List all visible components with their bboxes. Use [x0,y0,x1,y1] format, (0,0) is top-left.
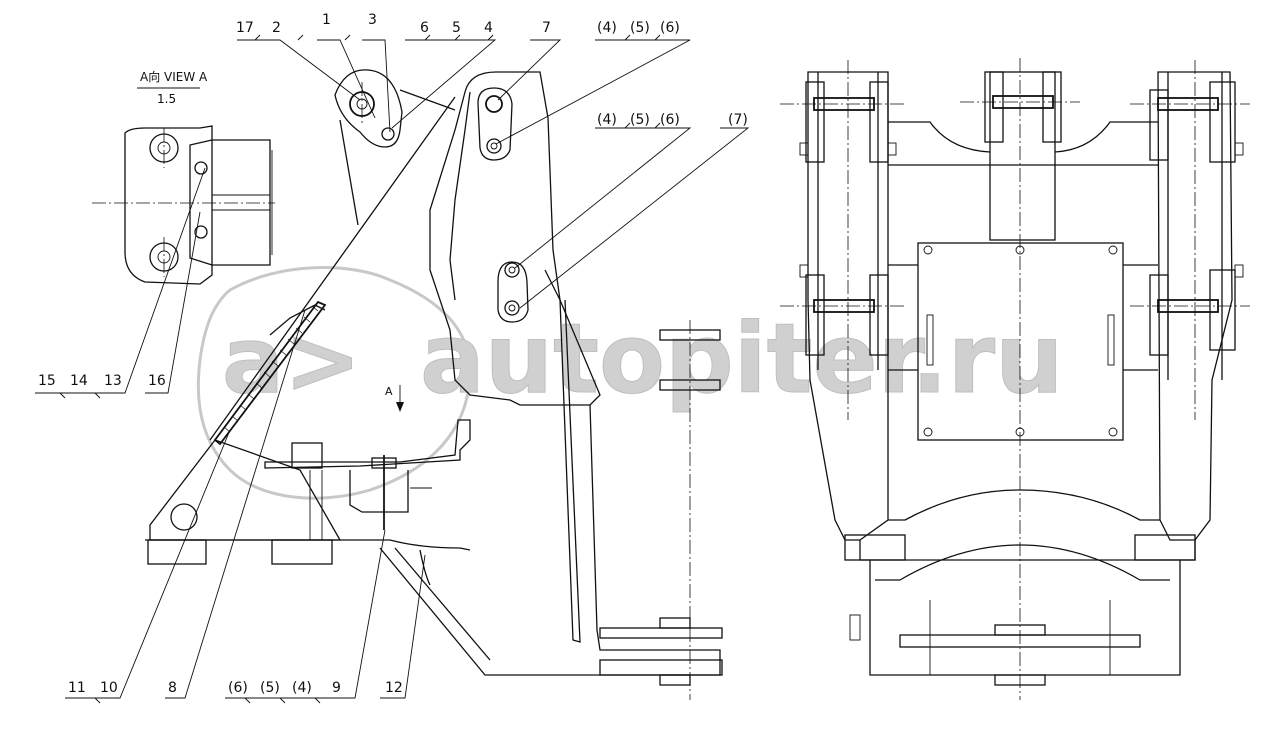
callout-16: 16 [148,373,166,389]
callout-8: 8 [168,680,177,696]
callout-14: 14 [70,373,88,389]
callout-p4-mid: (4) [597,112,617,128]
callout-15: 15 [38,373,56,389]
callout-p4-top: (4) [597,20,617,36]
callout-5: 5 [452,20,461,36]
callout-10: 10 [100,680,118,696]
callout-9: 9 [332,680,341,696]
callout-p6-top: (6) [660,20,680,36]
view-a-title-line1: A向 VIEW A [140,69,208,84]
callout-p4-bottom: (4) [292,680,312,696]
callout-labels: 17 2 1 3 6 5 4 7 (4) (5) (6) (4) (5) (6)… [38,12,748,696]
callout-p5-bottom: (5) [260,680,280,696]
callout-4: 4 [484,20,493,36]
callout-p5-mid: (5) [630,112,650,128]
callout-7: 7 [542,20,551,36]
leader-lines [35,34,750,704]
callout-p6-bottom: (6) [228,680,248,696]
callout-p5-top: (5) [630,20,650,36]
side-view: A [145,69,723,700]
callout-11: 11 [68,680,86,696]
callout-p7: (7) [728,112,748,128]
callout-2: 2 [272,20,281,36]
view-a-detail [92,87,275,285]
front-view [780,58,1250,700]
callout-6: 6 [420,20,429,36]
view-arrow-label: A [385,385,393,398]
watermark-text: autopiter.ru [420,303,1063,415]
callout-p6-mid: (6) [660,112,680,128]
callout-17: 17 [236,20,254,36]
view-a-scale: 1.5 [157,92,176,106]
callout-12: 12 [385,680,403,696]
watermark: a> autopiter.ru [196,266,1064,500]
callout-13: 13 [104,373,122,389]
callout-1: 1 [322,12,331,28]
view-a-title: A向 VIEW A 1.5 [140,69,208,106]
watermark-icon: a> [222,307,361,414]
callout-3: 3 [368,12,377,28]
